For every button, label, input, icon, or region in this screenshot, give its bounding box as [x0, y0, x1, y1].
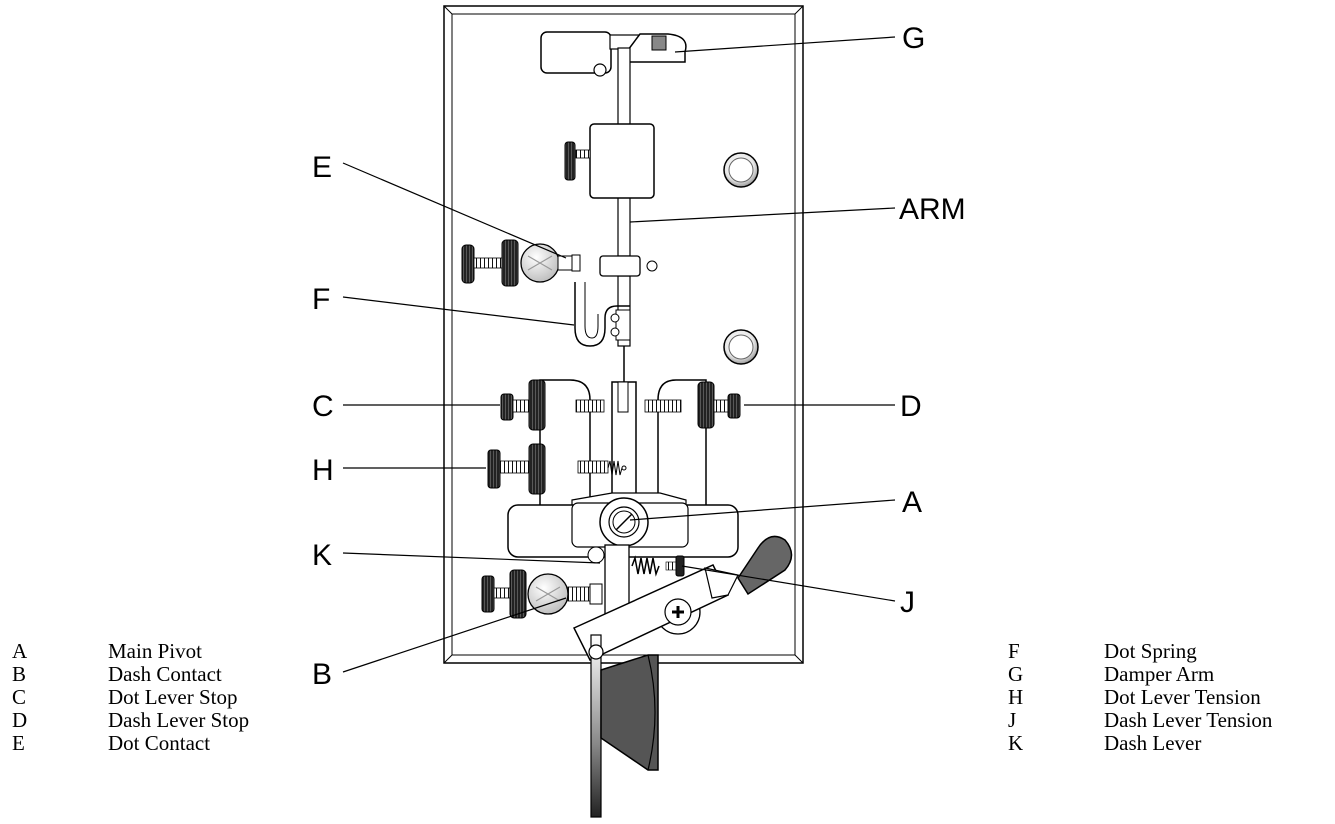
leader-j — [681, 565, 896, 602]
legend-row-a: A Main Pivot — [12, 640, 249, 663]
main-pivot-assembly — [507, 492, 739, 558]
dash-lever-tension — [631, 555, 685, 577]
legend-row-h: H Dot Lever Tension — [1008, 686, 1272, 709]
leader-arm — [629, 207, 896, 223]
legend-label: Dash Lever Stop — [108, 708, 250, 732]
legend-left: A Main Pivot B Dash Contact C Dot Lever Sto… — [12, 640, 249, 755]
legend-row-k: K Dash Lever — [1008, 732, 1272, 755]
callout-f: F — [312, 283, 330, 316]
callout-labels: G E ARM F C D H A K J B — [312, 22, 966, 691]
legend-letter: G — [1008, 662, 1024, 686]
callout-a: A — [902, 486, 922, 519]
callout-g: G — [902, 22, 925, 55]
callout-d: D — [900, 390, 922, 423]
leader-g — [674, 36, 896, 53]
legend-label: Dash Lever Tension — [1104, 708, 1273, 732]
callout-e: E — [312, 151, 332, 184]
legend-letter: J — [1008, 708, 1017, 732]
legend-row-j: J Dash Lever Tension — [1008, 709, 1272, 732]
legend-label: Dot Lever Stop — [108, 685, 238, 709]
callout-arm: ARM — [899, 193, 966, 226]
dash-contact-assembly — [481, 569, 603, 619]
leader-lines — [342, 36, 896, 673]
legend-letter: E — [12, 731, 25, 755]
callout-h: H — [312, 454, 334, 487]
mounting-knob-lower — [723, 329, 759, 365]
paddle-lever — [572, 535, 793, 661]
legend-row-g: G Damper Arm — [1008, 663, 1272, 686]
leader-k — [342, 552, 601, 564]
callout-k: K — [312, 539, 332, 572]
mounting-knob-upper — [723, 152, 759, 188]
legend-row-f: F Dot Spring — [1008, 640, 1272, 663]
legend-row-d: D Dash Lever Stop — [12, 709, 249, 732]
legend-letter: B — [12, 662, 27, 686]
damper-arm — [540, 31, 687, 77]
left-u-bracket — [539, 379, 591, 511]
legend-letter: F — [1008, 639, 1020, 663]
leader-a — [629, 499, 896, 521]
legend-label: Dot Lever Tension — [1104, 685, 1261, 709]
legend-label: Damper Arm — [1104, 662, 1215, 686]
legend-label: Main Pivot — [108, 639, 202, 663]
dot-lever-tension — [487, 443, 627, 495]
legend-letter: K — [1008, 731, 1024, 755]
leader-b — [342, 597, 567, 673]
leader-e — [342, 162, 567, 259]
legend-right: F Dot Spring G Damper Arm H Dot Lever Tensi… — [1008, 640, 1272, 755]
callout-c: C — [312, 390, 334, 423]
legend-label: Dot Contact — [108, 731, 211, 755]
dot-lever-stop — [500, 379, 605, 431]
legend-letter: H — [1008, 685, 1024, 709]
legend-row-c: C Dot Lever Stop — [12, 686, 249, 709]
legend-row-e: E Dot Contact — [12, 732, 249, 755]
leader-f — [342, 296, 575, 326]
legend-letter: A — [12, 639, 28, 663]
legend-label: Dash Contact — [108, 662, 222, 686]
legend-letter: D — [12, 708, 28, 732]
callout-j: J — [900, 586, 915, 619]
legend-letter: C — [12, 685, 27, 709]
dash-lever-stop — [644, 381, 741, 429]
dot-spring — [574, 282, 631, 347]
weight-block — [564, 123, 655, 199]
callout-b: B — [312, 658, 332, 691]
legend-label: Dot Spring — [1104, 639, 1197, 663]
dot-contact-assembly — [461, 239, 658, 287]
legend-label: Dash Lever — [1104, 731, 1202, 755]
legend-row-b: B Dash Contact — [12, 663, 249, 686]
finger-paddle — [588, 634, 659, 818]
right-u-bracket — [657, 379, 707, 511]
